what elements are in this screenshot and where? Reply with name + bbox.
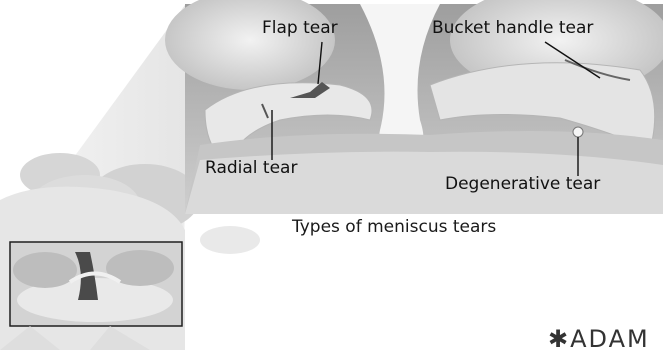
- label-flap-tear: Flap tear: [262, 20, 338, 37]
- label-bucket-handle-tear: Bucket handle tear: [432, 20, 593, 37]
- label-radial-tear: Radial tear: [205, 160, 297, 177]
- label-degenerative-tear: Degenerative tear: [445, 176, 600, 193]
- figure-caption: Types of meniscus tears: [292, 219, 496, 236]
- adam-logo: ✱ADAM: [548, 327, 650, 351]
- degenerative-tear-mark: [573, 127, 583, 137]
- knee-inset: [10, 242, 182, 326]
